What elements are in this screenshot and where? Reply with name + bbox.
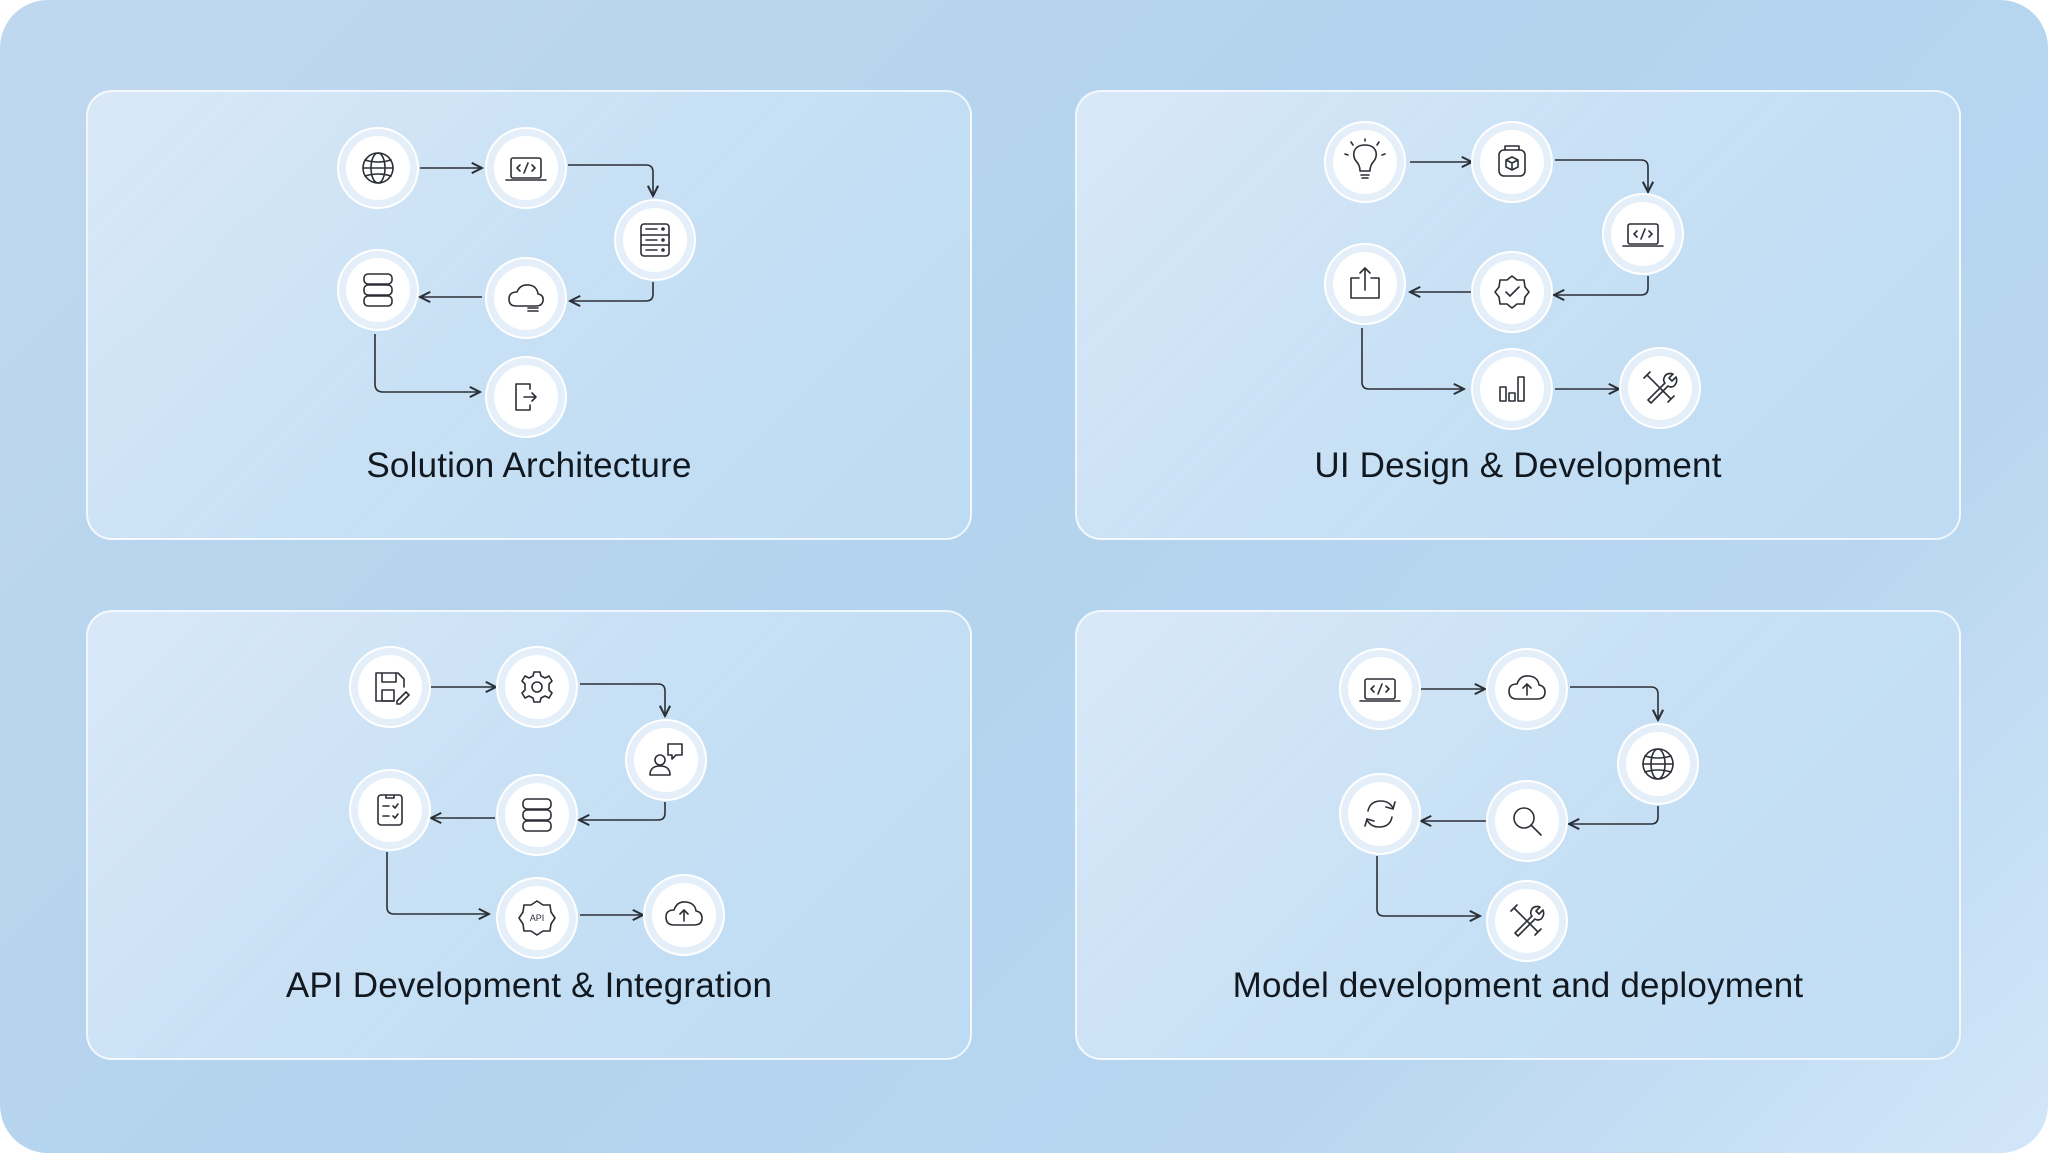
api-development-flow: API <box>349 646 725 959</box>
user-chat-node <box>625 719 707 801</box>
search-icon <box>1513 807 1542 836</box>
package-node <box>1471 121 1553 203</box>
connector-3 <box>579 802 666 820</box>
save-edit-icon <box>375 672 410 705</box>
user-chat-icon <box>649 743 683 776</box>
lightbulb-node <box>1324 121 1406 203</box>
refresh-icon <box>1364 800 1396 828</box>
cloud-upload-icon <box>665 901 703 926</box>
connector-2 <box>568 164 653 196</box>
refresh-node <box>1339 773 1421 855</box>
search-node <box>1486 780 1568 862</box>
api-label: API <box>530 913 545 923</box>
laptop-code-icon <box>1622 223 1664 247</box>
save-edit-node <box>349 646 431 728</box>
globe-node <box>337 127 419 209</box>
solution-architecture-flow <box>337 127 696 438</box>
clipboard-checklist-icon <box>377 794 403 826</box>
globe-node <box>1617 723 1699 805</box>
connector-2 <box>1570 686 1658 720</box>
verified-badge-node <box>1471 251 1553 333</box>
connector-5 <box>374 334 480 392</box>
connector-3 <box>1569 806 1659 824</box>
server-node <box>614 199 696 281</box>
laptop-code-icon <box>505 157 547 181</box>
connector-2 <box>1555 159 1648 192</box>
database-icon <box>363 273 393 307</box>
clipboard-checklist-node <box>349 769 431 851</box>
model-deployment-flow <box>1339 648 1699 962</box>
card-title: API Development & Integration <box>285 966 773 1005</box>
cloud-storage-node <box>485 257 567 339</box>
cloud-upload-node <box>643 874 725 956</box>
share-upload-icon <box>1350 267 1380 299</box>
tools-icon <box>1510 904 1545 937</box>
api-badge-node: API <box>496 877 578 959</box>
share-upload-node <box>1324 243 1406 325</box>
connector-5 <box>1361 328 1464 389</box>
exit-icon <box>515 383 537 411</box>
connector-5 <box>386 852 489 914</box>
card-model-development-deployment: Model development and deployment <box>1075 610 1961 1060</box>
server-icon <box>640 223 670 257</box>
database-node <box>337 249 419 331</box>
package-icon <box>1498 145 1526 177</box>
globe-icon <box>1642 748 1674 780</box>
verified-badge-icon <box>1494 275 1530 309</box>
cloud-upload-icon <box>1508 675 1546 700</box>
laptop-code-node <box>485 127 567 209</box>
laptop-code-icon <box>1359 678 1401 702</box>
connector-5 <box>1376 856 1480 916</box>
gear-icon <box>521 671 553 703</box>
api-badge-icon <box>518 900 556 936</box>
connector-3 <box>1554 276 1649 295</box>
bar-chart-icon <box>1499 376 1525 402</box>
bar-chart-node <box>1471 348 1553 430</box>
laptop-code-node <box>1339 648 1421 730</box>
card-title: UI Design & Development <box>1314 446 1722 485</box>
tools-node <box>1619 347 1701 429</box>
tools-node <box>1486 880 1568 962</box>
database-icon <box>522 798 552 832</box>
tools-icon <box>1643 371 1678 404</box>
connector-3 <box>570 282 654 301</box>
card-solution-architecture: Solution Architecture <box>86 90 972 540</box>
card-title: Model development and deployment <box>1232 966 1804 1005</box>
card-title: Solution Architecture <box>366 446 692 485</box>
laptop-code-node <box>1602 193 1684 275</box>
cloud-storage-icon <box>508 284 544 312</box>
ui-design-flow <box>1324 121 1701 430</box>
gear-node <box>496 646 578 728</box>
database-node <box>496 774 578 856</box>
cloud-upload-node <box>1486 648 1568 730</box>
card-api-development-integration: API API Development & Integration <box>86 610 972 1060</box>
connector-2 <box>580 683 665 716</box>
card-ui-design-development: UI Design & Development <box>1075 90 1961 540</box>
lightbulb-icon <box>1344 138 1386 179</box>
globe-icon <box>362 152 394 184</box>
exit-node <box>485 356 567 438</box>
